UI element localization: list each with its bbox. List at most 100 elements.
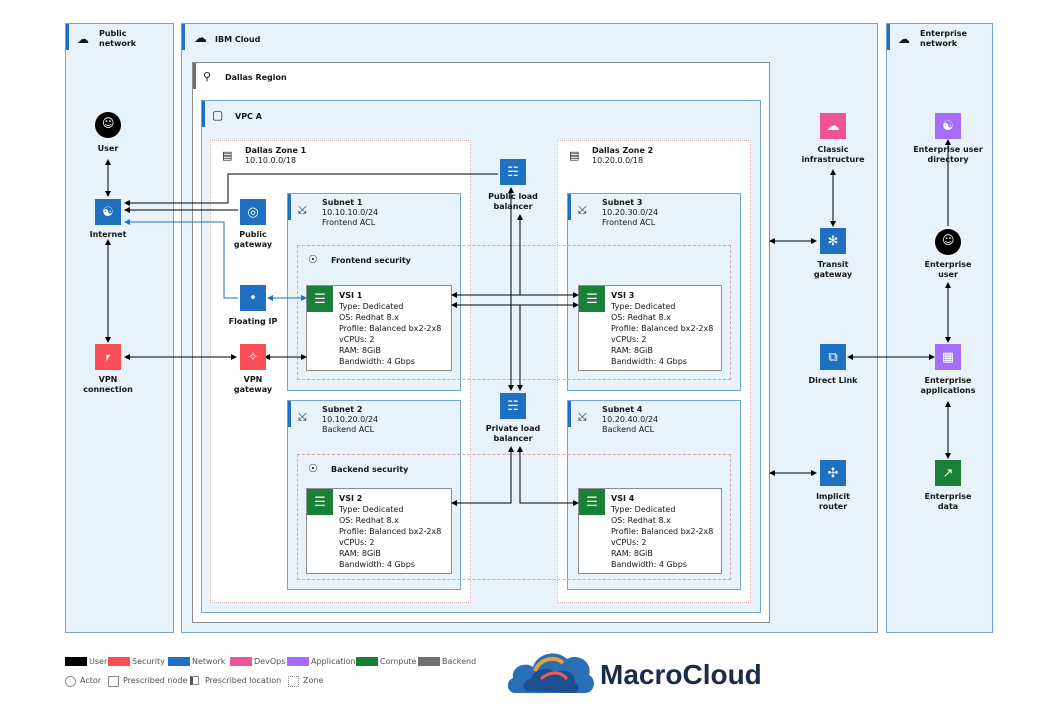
vpc-icon: ▢ — [212, 108, 224, 122]
legend-prescribed-location: Prescribed location — [205, 676, 282, 685]
vsi-1[interactable]: ☰ VSI 1 Type: Dedicated OS: Redhat 8.x P… — [306, 285, 452, 371]
enterprise-user-directory-icon[interactable]: ☯ — [935, 113, 961, 139]
user-actor-icon[interactable] — [95, 112, 121, 138]
person-icon: ☺ — [102, 116, 115, 130]
subnet4-icon: ⤩ — [578, 410, 587, 423]
legend-swatch-security — [108, 657, 130, 666]
vsi2-ram: RAM: 8GiB — [339, 549, 381, 558]
subnet1-title: Subnet 1 — [322, 198, 363, 207]
public-network-icon: ☁ — [77, 32, 89, 46]
logo-cloud-icon — [507, 653, 594, 693]
vsi4-ram: RAM: 8GiB — [611, 549, 653, 558]
internet-globe-icon[interactable]: ☯ — [95, 199, 121, 225]
shield-icon: ☉ — [308, 462, 318, 475]
enterprise-data-icon[interactable]: ↗ — [935, 460, 961, 486]
internet-label: Internet — [89, 230, 127, 239]
vsi2-vcpu: vCPUs: 2 — [339, 538, 375, 547]
zone2-icon: ▤ — [569, 149, 580, 162]
region-title: Dallas Region — [225, 73, 287, 82]
legend-security: Security — [132, 657, 165, 666]
vsi1-name: VSI 1 — [339, 291, 363, 300]
legend-backend: Backend — [442, 657, 477, 666]
direct-link-icon[interactable]: ⧉ — [820, 344, 846, 370]
subnet2-title: Subnet 2 — [322, 405, 363, 414]
user-label: User — [97, 144, 119, 153]
zone1-title: Dallas Zone 1 — [245, 146, 307, 155]
vsi2-profile: Profile: Balanced bx2-2x8 — [339, 527, 442, 536]
subnet4-cidr: 10.20.40.0/24 — [602, 415, 659, 424]
subnet2-acl: Backend ACL — [322, 425, 375, 434]
private-load-balancer-icon[interactable]: ☵ — [500, 393, 526, 419]
legend-user: User — [89, 657, 108, 666]
server-icon: ☰ — [307, 489, 333, 515]
legend-actor-symbol — [65, 676, 76, 687]
legend-devops: DevOps — [254, 657, 286, 666]
vsi3-name: VSI 3 — [611, 291, 635, 300]
subnet4-title: Subnet 4 — [602, 405, 643, 414]
zone1-icon: ▤ — [222, 149, 233, 162]
subnet3-acl: Frontend ACL — [602, 218, 656, 227]
vsi4-profile: Profile: Balanced bx2-2x8 — [611, 527, 714, 536]
vsi-2[interactable]: ☰ VSI 2 Type: Dedicated OS: Redhat 8.x P… — [306, 488, 452, 574]
vsi-4[interactable]: ☰ VSI 4 Type: Dedicated OS: Redhat 8.x P… — [578, 488, 722, 574]
legend-swatch-user — [65, 657, 87, 666]
legend-zone-symbol — [288, 676, 299, 687]
vsi-3[interactable]: ☰ VSI 3 Type: Dedicated OS: Redhat 8.x P… — [578, 285, 722, 371]
server-icon: ☰ — [579, 286, 605, 312]
vpn-gateway-icon[interactable]: ✧ — [240, 344, 266, 370]
subnet3-title: Subnet 3 — [602, 198, 643, 207]
enterprise-applications-icon[interactable]: ▦ — [935, 344, 961, 370]
ibm-cloud-title: IBM Cloud — [215, 35, 261, 44]
vsi3-profile: Profile: Balanced bx2-2x8 — [611, 324, 714, 333]
logo-text: MacroCloud — [600, 659, 762, 690]
subnet3-icon: ⤩ — [578, 203, 587, 216]
direct-link-label: Direct Link — [808, 376, 858, 385]
legend-application: Application — [311, 657, 356, 666]
legend-zone: Zone — [303, 676, 324, 685]
vsi3-bw: Bandwidth: 4 Gbps — [611, 357, 687, 366]
vsi3-ram: RAM: 8GiB — [611, 346, 653, 355]
subnet2-cidr: 10.10.20.0/24 — [322, 415, 379, 424]
server-icon: ☰ — [579, 489, 605, 515]
vsi3-type: Type: Dedicated — [611, 302, 676, 311]
transit-gateway-icon[interactable]: ✻ — [820, 228, 846, 254]
vsi1-bw: Bandwidth: 4 Gbps — [339, 357, 415, 366]
vpc-title: VPC A — [235, 112, 262, 121]
legend-swatch-application — [287, 657, 309, 666]
vsi2-os: OS: Redhat 8.x — [339, 516, 399, 525]
public-gateway-icon[interactable]: ◎ — [240, 199, 266, 225]
vsi4-type: Type: Dedicated — [611, 505, 676, 514]
vsi2-bw: Bandwidth: 4 Gbps — [339, 560, 415, 569]
frontend-security-title: Frontend security — [331, 256, 411, 265]
legend-actor: Actor — [80, 676, 102, 685]
vsi4-name: VSI 4 — [611, 494, 635, 503]
vsi1-ram: RAM: 8GiB — [339, 346, 381, 355]
vsi2-name: VSI 2 — [339, 494, 363, 503]
backend-security-title: Backend security — [331, 465, 409, 474]
vsi1-os: OS: Redhat 8.x — [339, 313, 399, 322]
classic-infrastructure-icon[interactable]: ☁ — [820, 113, 846, 139]
implicit-router-icon[interactable]: ✣ — [820, 460, 846, 486]
public-load-balancer-icon[interactable]: ☵ — [500, 159, 526, 185]
subnet1-cidr: 10.10.10.0/24 — [322, 208, 379, 217]
floating-ip-icon[interactable]: • — [240, 285, 266, 311]
enterprise-user-actor-icon[interactable] — [935, 229, 961, 255]
vsi3-os: OS: Redhat 8.x — [611, 313, 671, 322]
legend-location-symbol — [190, 676, 199, 685]
subnet2-icon: ⤩ — [298, 410, 307, 423]
legend-network: Network — [192, 657, 226, 666]
vsi1-vcpu: vCPUs: 2 — [339, 335, 375, 344]
vsi4-vcpu: vCPUs: 2 — [611, 538, 647, 547]
vpn-connection-icon[interactable]: ⎖ — [95, 344, 121, 370]
floating-ip-label: Floating IP — [228, 317, 278, 326]
